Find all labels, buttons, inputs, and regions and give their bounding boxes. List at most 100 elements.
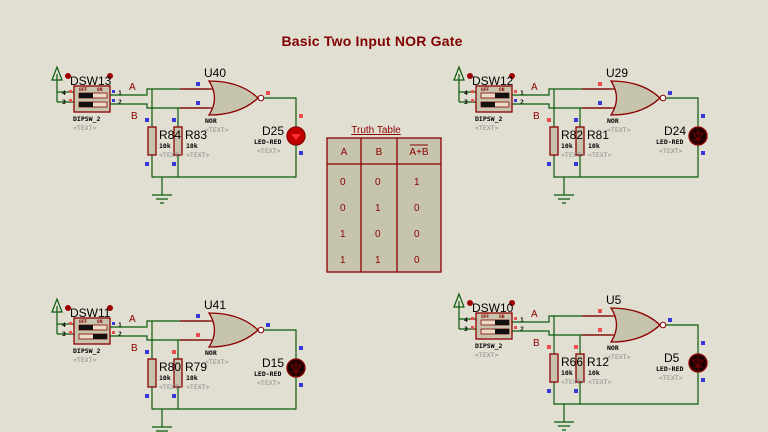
gate-type-label: NOR <box>205 349 217 357</box>
gate-type-label: NOR <box>607 117 619 125</box>
input-a-label: A <box>129 314 136 325</box>
switch-handle-left[interactable] <box>65 73 71 79</box>
led-diode-icon <box>692 127 704 145</box>
pin-marker <box>145 118 149 122</box>
wire-output <box>666 97 699 127</box>
dip-switch[interactable] <box>73 85 111 113</box>
gate-text-placeholder: <TEXT> <box>205 126 229 134</box>
switch-handle-right[interactable] <box>107 73 113 79</box>
dip-switch[interactable] <box>73 317 111 345</box>
led-type-label: LED-RED <box>656 365 683 373</box>
pin-marker <box>69 331 72 334</box>
input-b-label: B <box>131 343 138 354</box>
switch-handle-left[interactable] <box>467 300 473 306</box>
resistor-r81[interactable] <box>575 126 585 156</box>
switch-on-label: ON <box>97 319 103 325</box>
switch-on-label: ON <box>499 314 505 320</box>
pin-label-3: 3 <box>62 330 66 338</box>
switch-text-placeholder: <TEXT> <box>73 356 97 364</box>
resistor-r84[interactable] <box>147 126 157 156</box>
pin-label-2: 2 <box>520 98 524 106</box>
gate-inputs <box>180 320 213 341</box>
truth-table-header-1: B <box>376 147 383 158</box>
switch-handle-right[interactable] <box>509 73 515 79</box>
nor-gate-u5[interactable] <box>609 307 661 343</box>
input-b-label: B <box>533 338 540 349</box>
pin-label-4: 4 <box>62 89 66 97</box>
dip-switch[interactable] <box>475 85 513 113</box>
switch-knob-1[interactable] <box>79 325 93 330</box>
resistor-text-placeholder: <TEXT> <box>186 151 210 159</box>
pin-marker <box>514 317 517 320</box>
pin-marker <box>299 383 303 387</box>
resistor-text-placeholder: <TEXT> <box>561 378 585 386</box>
resistor-label: R79 <box>185 360 207 374</box>
switch-text-placeholder: <TEXT> <box>475 351 499 359</box>
resistor-r79[interactable] <box>173 358 183 388</box>
pin-marker <box>69 99 72 102</box>
resistor-text-placeholder: <TEXT> <box>588 151 612 159</box>
pin-label-4: 4 <box>62 321 66 329</box>
switch-handle-right[interactable] <box>509 300 515 306</box>
resistor-value: 10k <box>561 142 573 150</box>
nor-gate-u40[interactable] <box>207 80 259 116</box>
resistor-text-placeholder: <TEXT> <box>588 378 612 386</box>
resistor-r83[interactable] <box>173 126 183 156</box>
switch-off-label: OFF <box>481 314 489 320</box>
gate-ref-label: U29 <box>606 66 628 80</box>
nor-gate-u41[interactable] <box>207 312 259 348</box>
pin-marker <box>598 101 602 105</box>
power-wire <box>459 91 477 103</box>
switch-knob-2[interactable] <box>79 102 93 107</box>
switch-knob-1[interactable] <box>79 93 93 98</box>
pin-marker <box>112 322 115 325</box>
pin-marker <box>598 328 602 332</box>
led-type-label: LED-RED <box>254 138 281 146</box>
pin-label-1: 1 <box>118 321 122 329</box>
switch-on-label: ON <box>97 87 103 93</box>
switch-type-label: DIPSW_2 <box>475 115 502 123</box>
gate-type-label: NOR <box>205 117 217 125</box>
led-diode-icon <box>692 354 704 372</box>
ground-icon <box>152 409 172 432</box>
switch-handle-left[interactable] <box>467 73 473 79</box>
resistor-r80[interactable] <box>147 358 157 388</box>
gate-inversion-bubble <box>257 326 265 334</box>
switch-handle-left[interactable] <box>65 305 71 311</box>
gate-inversion-bubble <box>659 94 667 102</box>
dip-switch[interactable] <box>475 312 513 340</box>
pin-marker <box>196 82 200 86</box>
pin-marker <box>266 323 270 327</box>
truth-table-cell: 0 <box>414 229 420 240</box>
switch-type-label: DIPSW_2 <box>475 342 502 350</box>
switch-knob-2[interactable] <box>495 329 509 334</box>
switch-knob-1[interactable] <box>495 320 509 325</box>
switch-ref-label: DSW13 <box>70 74 112 88</box>
resistor-label: R66 <box>561 355 583 369</box>
gate-ref-label: U40 <box>204 66 226 80</box>
led-diode-icon <box>291 134 301 140</box>
switch-knob-2[interactable] <box>93 334 107 339</box>
resistor-r82[interactable] <box>549 126 559 156</box>
gate-text-placeholder: <TEXT> <box>205 358 229 366</box>
pin-marker <box>172 162 176 166</box>
input-a-label: A <box>129 82 136 93</box>
switch-knob-2[interactable] <box>481 102 495 107</box>
power-terminal-icon <box>51 65 63 102</box>
power-terminal-icon <box>453 292 465 329</box>
wire-output <box>264 97 297 127</box>
pin-label-3: 3 <box>464 98 468 106</box>
pin-marker <box>547 162 551 166</box>
truth-table-cell: 0 <box>414 255 420 266</box>
pin-marker <box>574 162 578 166</box>
nor-gate-u29[interactable] <box>609 80 661 116</box>
resistor-r12[interactable] <box>575 353 585 383</box>
switch-handle-right[interactable] <box>107 305 113 311</box>
switch-knob-1[interactable] <box>495 93 509 98</box>
pin-marker <box>471 317 474 320</box>
resistor-r66[interactable] <box>549 353 559 383</box>
truth-table-header-2: A+B <box>409 147 429 158</box>
